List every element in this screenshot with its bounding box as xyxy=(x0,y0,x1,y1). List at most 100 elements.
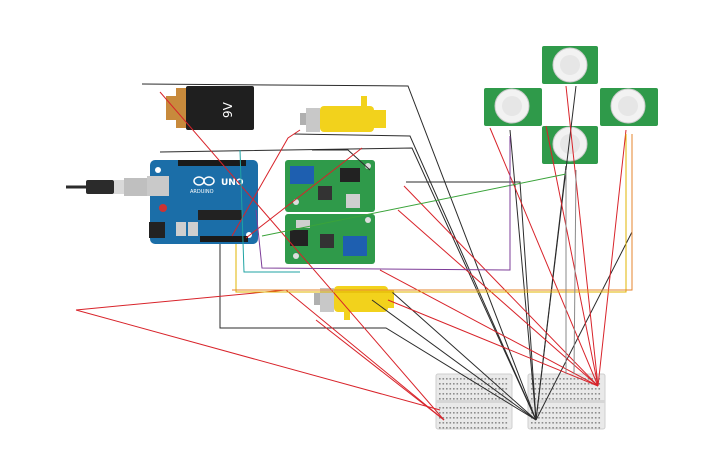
breadboard-hole xyxy=(562,393,565,395)
arduino-uno-board[interactable]: UNO ARDUINO xyxy=(147,160,258,244)
breadboard-hole xyxy=(446,393,448,395)
breadboard-hole xyxy=(594,388,597,390)
wires[interactable] xyxy=(75,83,633,421)
breadboard-hole xyxy=(439,398,441,400)
breadboard-hole xyxy=(460,378,462,380)
breadboard-hole xyxy=(477,407,480,409)
breadboard-hole xyxy=(591,393,593,395)
breadboard-hole xyxy=(594,417,597,419)
breadboard-hole xyxy=(498,383,501,385)
wire-power[interactable] xyxy=(403,185,599,387)
pir-sensor-left[interactable] xyxy=(484,88,542,126)
pir-sensor-center[interactable] xyxy=(542,126,598,164)
wire-power[interactable] xyxy=(565,85,599,387)
wire-power[interactable] xyxy=(75,309,441,411)
breadboard-hole xyxy=(470,407,473,409)
breadboard-hole xyxy=(460,412,462,414)
breadboard-hole xyxy=(538,417,540,419)
wire-ground[interactable] xyxy=(371,299,537,421)
breadboard-hole xyxy=(463,422,466,424)
wire-power[interactable] xyxy=(231,129,301,237)
breadboard-hole xyxy=(541,422,544,424)
breadboard-hole xyxy=(488,422,490,424)
breadboard-hole xyxy=(598,393,601,395)
wire-power[interactable] xyxy=(597,129,627,387)
wire-signal[interactable] xyxy=(235,134,627,293)
breadboard-hole xyxy=(474,393,476,395)
wire-power[interactable] xyxy=(545,125,599,387)
breadboard-hole xyxy=(502,417,504,419)
breadboard-hole xyxy=(491,393,494,395)
breadboard-hole xyxy=(552,388,554,390)
wire-power[interactable] xyxy=(379,269,599,387)
breadboard-hole xyxy=(446,417,448,419)
breadboard-hole xyxy=(481,417,483,419)
motor-driver-top[interactable] xyxy=(285,160,375,212)
wire-signal[interactable] xyxy=(261,173,567,237)
motor-driver-bottom[interactable] xyxy=(285,214,375,264)
wire-signal[interactable] xyxy=(255,136,511,271)
usb-cable[interactable] xyxy=(66,178,154,196)
wire-signal[interactable] xyxy=(573,169,577,375)
wire-ground[interactable] xyxy=(391,291,537,421)
wire-ground[interactable] xyxy=(141,83,537,421)
breadboard-hole xyxy=(584,412,586,414)
breadboard-hole xyxy=(442,422,445,424)
dc-motor-bottom[interactable] xyxy=(314,286,394,320)
breadboard-hole xyxy=(477,378,480,380)
breadboard-hole xyxy=(477,412,480,414)
wire-power[interactable] xyxy=(387,299,599,387)
breadboard-hole xyxy=(562,412,565,414)
wire-signal[interactable] xyxy=(232,134,633,291)
breadboard-hole xyxy=(477,422,480,424)
breadboard-hole xyxy=(446,422,448,424)
breadboard-hole xyxy=(573,427,576,429)
breadboard-hole xyxy=(570,407,572,409)
wire-ground[interactable] xyxy=(406,181,537,421)
wire-ground[interactable] xyxy=(509,129,537,421)
breadboard-hole xyxy=(552,393,554,395)
breadboard-hole xyxy=(442,427,445,429)
breadboard-hole xyxy=(477,393,480,395)
breadboard-hole xyxy=(548,422,551,424)
pir-sensor-right[interactable] xyxy=(600,88,658,126)
breadboard-hole xyxy=(491,388,494,390)
breadboard-hole xyxy=(573,398,576,400)
wire-power[interactable] xyxy=(397,209,599,387)
pir-sensor-top[interactable] xyxy=(542,46,598,84)
wire-signal[interactable] xyxy=(239,149,300,273)
wire-power[interactable] xyxy=(159,91,445,421)
breadboard-hole xyxy=(538,422,540,424)
wire-ground[interactable] xyxy=(535,85,577,421)
breadboard-hole xyxy=(566,378,569,380)
breadboard-hole xyxy=(442,407,445,409)
breadboard-hole xyxy=(552,427,554,429)
breadboard-hole xyxy=(538,427,540,429)
breadboard-right[interactable] xyxy=(527,373,606,430)
wire-ground[interactable] xyxy=(293,133,537,421)
breadboard-hole xyxy=(598,417,601,419)
wire-ground[interactable] xyxy=(312,149,371,171)
wire-power[interactable] xyxy=(245,147,363,239)
battery-9v[interactable]: 9V xyxy=(166,86,254,130)
breadboard-hole xyxy=(488,388,490,390)
wire-power[interactable] xyxy=(489,127,599,387)
breadboard-hole xyxy=(541,383,544,385)
breadboard-hole xyxy=(505,417,508,419)
breadboard-hole xyxy=(439,378,441,380)
wire-power[interactable] xyxy=(75,289,445,421)
breadboard-hole xyxy=(562,378,565,380)
breadboard-left[interactable] xyxy=(435,373,513,430)
breadboard-hole xyxy=(449,427,452,429)
breadboard-hole xyxy=(562,407,565,409)
dc-motor-top[interactable] xyxy=(300,96,386,132)
breadboard-hole xyxy=(573,393,576,395)
breadboard-hole xyxy=(552,417,554,419)
breadboard-hole xyxy=(453,422,455,424)
wire-power[interactable] xyxy=(315,319,445,421)
wire-ground[interactable] xyxy=(219,244,537,421)
breadboard-hole xyxy=(570,398,572,400)
wire-ground[interactable] xyxy=(535,231,633,421)
wire-ground[interactable] xyxy=(159,147,537,421)
